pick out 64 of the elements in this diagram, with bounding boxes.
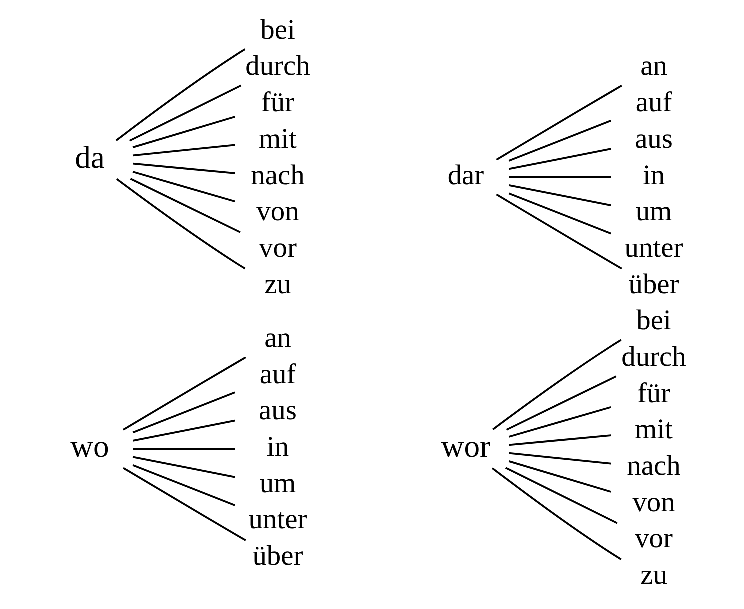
node-text: mit (635, 414, 673, 446)
connector (508, 406, 612, 438)
node-text: aus (259, 396, 297, 427)
node-text: für (261, 88, 295, 119)
connector (509, 176, 612, 178)
connector (132, 420, 236, 442)
connector (123, 356, 246, 431)
node-text: unter (624, 232, 684, 264)
node-text: an (640, 51, 668, 82)
connector (508, 434, 612, 446)
connector (132, 464, 236, 506)
node-text: in (642, 160, 666, 192)
node-text: auf (636, 88, 672, 119)
node-text: mit (259, 124, 297, 155)
node-text: über (252, 541, 304, 572)
node-text: durch (246, 51, 310, 82)
node-text: vor (635, 524, 673, 555)
connector (132, 116, 236, 148)
connector (508, 192, 612, 235)
connector (132, 162, 236, 174)
node-text: von (632, 487, 676, 518)
connector (116, 178, 246, 270)
node-text: bei (260, 14, 296, 46)
node-text: da (75, 140, 105, 175)
connector (505, 467, 618, 524)
node-text: an (264, 323, 292, 354)
node-text: um (636, 196, 672, 228)
node-text: bei (636, 306, 672, 337)
connector (508, 184, 612, 206)
node-text: dar (448, 160, 484, 192)
node-text: unter (248, 504, 308, 536)
node-text: vor (259, 232, 297, 264)
node-text: von (256, 196, 300, 228)
connector (129, 84, 242, 142)
connector (132, 456, 236, 478)
node-text: zu (264, 269, 292, 300)
connector (508, 120, 612, 162)
node-text: für (637, 378, 671, 410)
connector (496, 85, 622, 161)
connector (133, 448, 236, 450)
connector (132, 392, 236, 434)
connector (508, 452, 612, 465)
connector (132, 144, 236, 157)
node-text: auf (260, 359, 296, 390)
node-text: zu (640, 560, 668, 591)
connector (508, 148, 612, 170)
connector (130, 178, 241, 234)
connector (496, 194, 622, 270)
connector (492, 339, 622, 430)
connector (492, 468, 622, 560)
connector (132, 171, 236, 203)
node-text: wo (70, 428, 110, 464)
connector (506, 376, 617, 431)
node-text: wor (441, 428, 491, 464)
node-text: durch (622, 342, 686, 373)
connector (508, 460, 612, 493)
connector (116, 48, 246, 142)
node-text: nach (251, 160, 305, 192)
node-text: nach (627, 450, 681, 482)
node-text: um (260, 468, 296, 500)
connector (122, 467, 246, 542)
node-text: in (266, 432, 290, 464)
node-text: aus (635, 124, 673, 155)
node-text: über (628, 269, 680, 300)
